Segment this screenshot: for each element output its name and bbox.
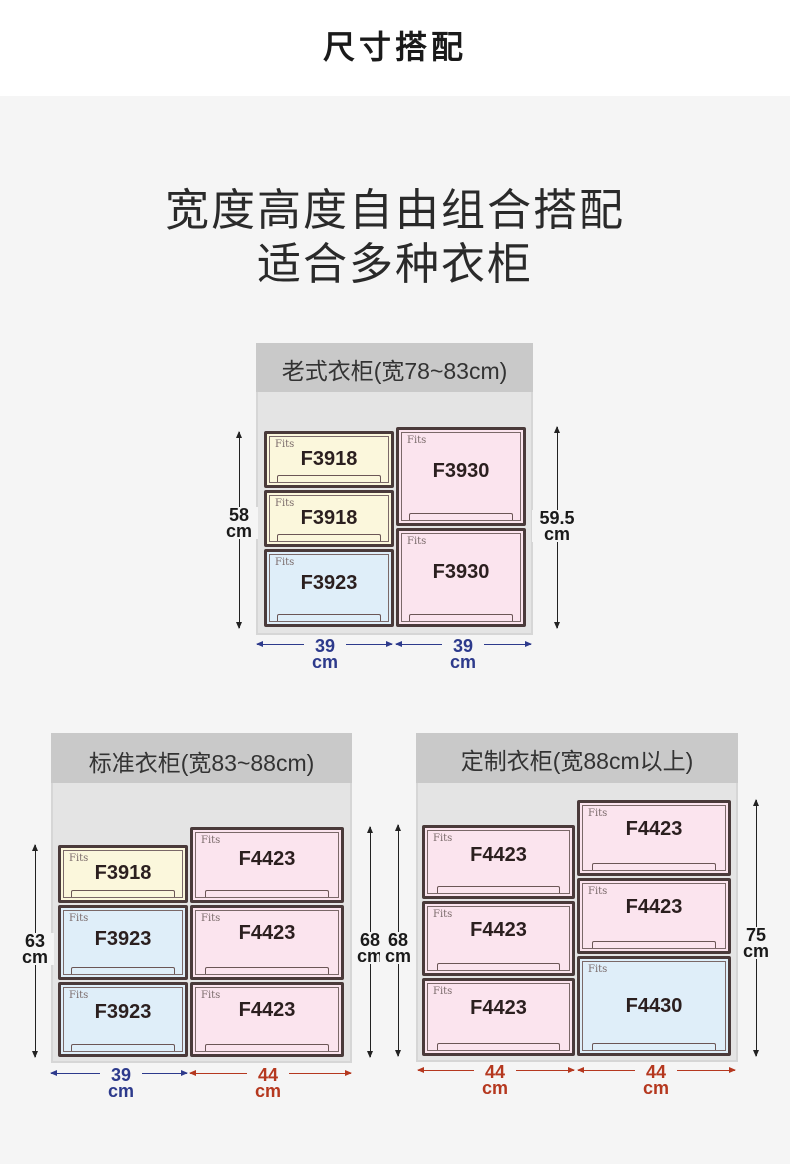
- cabinet-custom-title-bar: [416, 733, 738, 783]
- drawer-model: F4423: [238, 848, 296, 870]
- cabinet-old-style-title-bar: [256, 343, 533, 392]
- drawer-model: F4423: [238, 922, 296, 944]
- drawer-model: F4423: [625, 896, 683, 918]
- brand-label: Fits: [201, 913, 221, 924]
- drawer-model: F3923: [300, 572, 358, 594]
- drawer-model: F3930: [432, 561, 490, 583]
- drawer-model: F4423: [238, 999, 296, 1021]
- drawer-model: F4423: [470, 919, 527, 941]
- drawer: Fits F3923: [264, 549, 394, 627]
- drawer-model: F3923: [94, 1001, 152, 1023]
- drawer: Fits F4423: [190, 982, 344, 1057]
- drawer: Fits F3930: [396, 427, 526, 526]
- brand-label: Fits: [69, 853, 89, 864]
- drawer: Fits F4423: [422, 825, 575, 899]
- drawer-model: F4423: [470, 844, 527, 866]
- brand-label: Fits: [201, 990, 221, 1001]
- brand-label: Fits: [275, 557, 295, 568]
- drawer: Fits F4430: [577, 956, 731, 1056]
- drawer-model: F3918: [94, 862, 152, 884]
- drawer: Fits F3918: [264, 490, 394, 547]
- drawer-model: F4423: [625, 818, 683, 840]
- brand-label: Fits: [588, 808, 608, 819]
- brand-label: Fits: [275, 439, 295, 450]
- brand-label: Fits: [69, 990, 89, 1001]
- cabinet-old-style-title: 老式衣柜(宽78~83cm): [281, 358, 508, 384]
- drawer: Fits F4423: [577, 878, 731, 954]
- cabinet-custom-title: 定制衣柜(宽88cm以上): [460, 748, 694, 774]
- brand-label: Fits: [433, 833, 453, 844]
- drawer: Fits F3918: [58, 845, 188, 903]
- brand-label: Fits: [69, 913, 89, 924]
- cabinet-standard-title-bar: [51, 733, 352, 783]
- drawer-model: F3923: [94, 928, 152, 950]
- page-title: 尺寸搭配: [322, 29, 467, 65]
- brand-label: Fits: [433, 986, 453, 997]
- drawer: Fits F4423: [190, 905, 344, 980]
- drawer: Fits F4423: [422, 978, 575, 1056]
- brand-label: Fits: [407, 536, 427, 547]
- drawer: Fits F4423: [190, 827, 344, 903]
- drawer-model: F4430: [625, 995, 683, 1017]
- brand-label: Fits: [588, 964, 608, 975]
- drawer-model: F3918: [300, 448, 358, 470]
- drawer: Fits F4423: [422, 901, 575, 976]
- header-band: [0, 0, 790, 96]
- drawer: Fits F3923: [58, 982, 188, 1057]
- brand-label: Fits: [275, 498, 295, 509]
- drawer: Fits F3930: [396, 528, 526, 627]
- drawer-model: F3918: [300, 507, 358, 529]
- drawer-model: F4423: [470, 997, 527, 1019]
- brand-label: Fits: [433, 909, 453, 920]
- drawer: Fits F3923: [58, 905, 188, 980]
- cabinet-standard-title: 标准衣柜(宽83~88cm): [88, 750, 315, 776]
- drawer: Fits F3918: [264, 431, 394, 488]
- drawer-model: F3930: [432, 460, 490, 482]
- brand-label: Fits: [201, 835, 221, 846]
- headline-line-2: 适合多种衣柜: [257, 240, 533, 289]
- headline-line-1: 宽度高度自由组合搭配: [165, 186, 625, 235]
- drawer: Fits F4423: [577, 800, 731, 876]
- brand-label: Fits: [588, 886, 608, 897]
- brand-label: Fits: [407, 435, 427, 446]
